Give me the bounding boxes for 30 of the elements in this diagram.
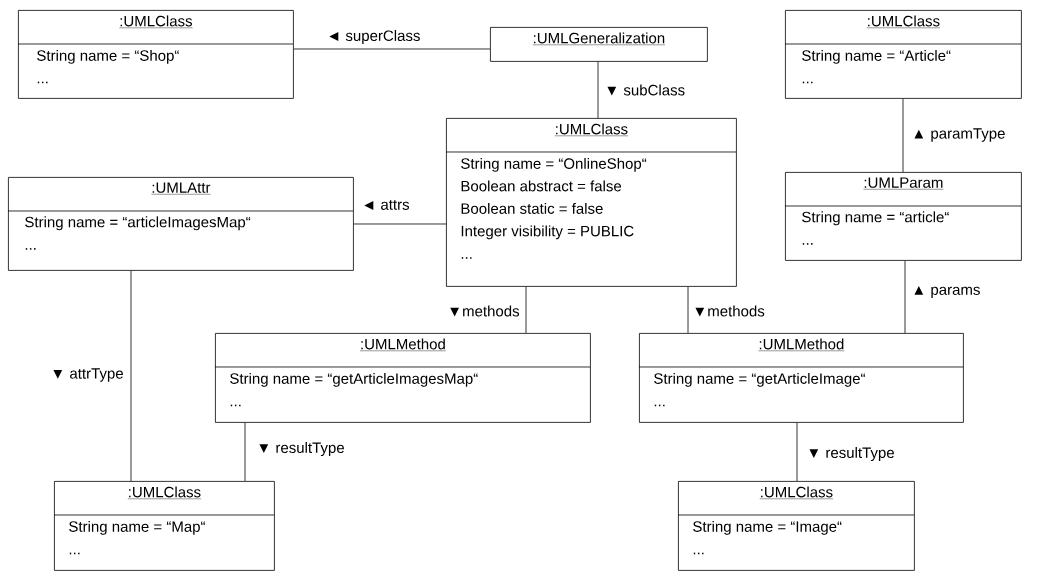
object-box: :UMLAttr String name = “articleImagesMap“ ... <box>7 177 354 271</box>
object-box: :UMLMethod String name = “getArticleImagesMap“ ... <box>214 333 591 423</box>
object-box: :UMLMethod String name = “getArticleImage“ ... <box>638 333 964 423</box>
edge-label: ▼ resultType <box>255 441 346 457</box>
edge-label: ▼ resultType <box>805 446 896 462</box>
object-box: :UMLClass String name = “Article“ ... <box>784 10 1022 99</box>
connector-line <box>597 61 599 119</box>
object-box: :UMLClass String name = “Image“ ... <box>677 481 915 571</box>
edge-label: ▲ paramType <box>910 127 1007 143</box>
connector-line <box>687 286 689 334</box>
connector-line <box>525 286 527 334</box>
connector-line <box>904 260 906 334</box>
object-box: :UMLGeneralization <box>490 27 708 62</box>
object-box: :UMLParam String name = “article“ ... <box>784 172 1022 261</box>
connector-line <box>353 223 447 225</box>
edge-label: ▼ attrType <box>49 367 125 383</box>
edge-label: ▼methods <box>691 304 766 318</box>
connector-line <box>293 48 491 50</box>
edge-label: ▼ subClass <box>603 83 687 97</box>
object-box: :UMLClass String name = “Shop“ ... <box>17 10 294 99</box>
edge-label: ▼methods <box>446 304 521 318</box>
edge-label: ▲ params <box>910 285 982 299</box>
connector-line <box>796 422 798 482</box>
connector-line <box>244 422 246 482</box>
connector-line <box>902 98 904 173</box>
object-box: :UMLClass String name = “Map“ ... <box>53 481 275 571</box>
edge-label: ◄ superClass <box>325 29 422 45</box>
edge-label: ◄ attrs <box>360 199 411 211</box>
object-box: :UMLClass String name = “OnlineShop“ Boolean abstract = false Boolean static = false Integer visibility = PUBLIC ... <box>445 118 737 287</box>
connector-line <box>130 270 132 482</box>
